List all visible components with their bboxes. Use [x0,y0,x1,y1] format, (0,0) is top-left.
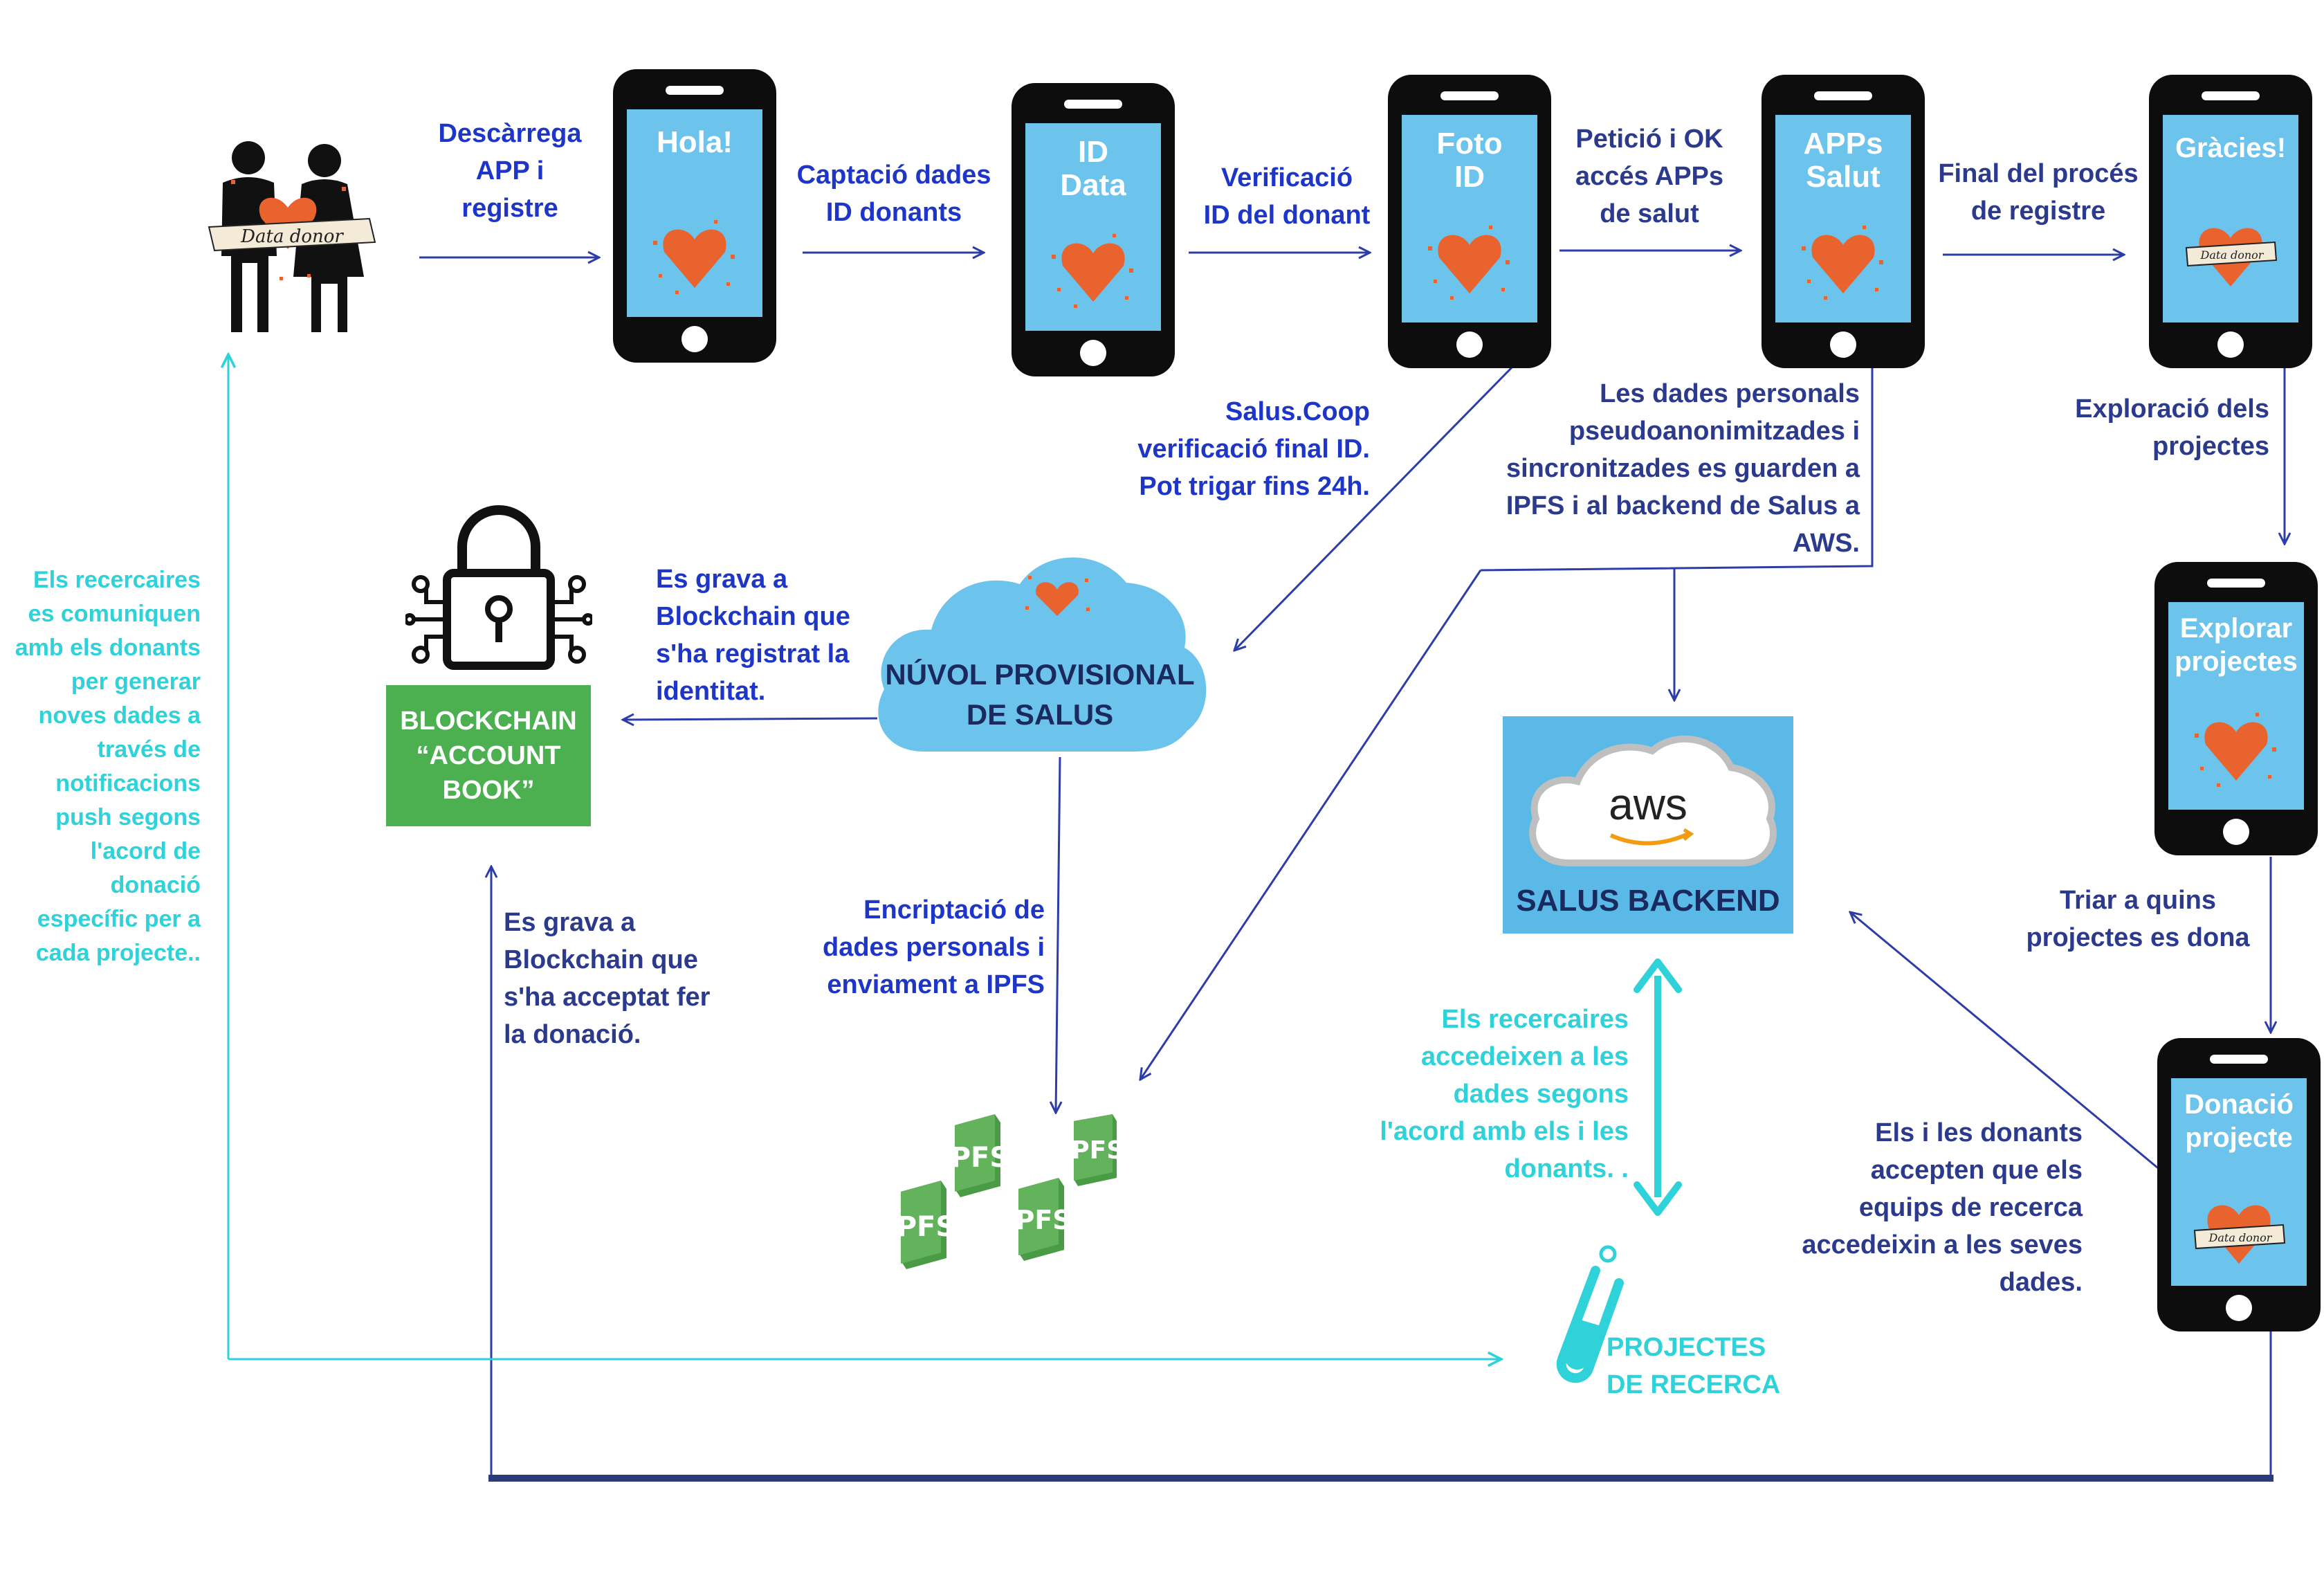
phone-speaker [666,86,724,95]
phone-home-button[interactable] [1830,331,1856,358]
phone-home-button[interactable] [681,326,708,352]
ipfs-cube-label: IPFS [897,1211,955,1243]
blockchain-account-book[interactable]: BLOCKCHAIN “ACCOUNT BOOK” [386,685,591,826]
ipfs-cube-icon: IPFS [940,1114,1009,1197]
phone-fotoid[interactable]: Foto ID [1388,75,1551,368]
phone-title: Donació projecte [2184,1089,2294,1153]
label-captacio: Captació dades ID donants [796,161,991,227]
phone-speaker [1440,91,1499,100]
arrow-cloud-blockchain [623,718,878,720]
heart-icon [653,220,735,294]
projectes-recerca-label: PROJECTES DE RECERCA [1607,1333,1781,1399]
phone-speaker [1064,100,1122,109]
label-dades-personals: Les dades personals pseudoanonimitzades … [1506,379,1860,558]
phone-screen: Hola! [627,109,762,317]
aws-backend[interactable]: aws SALUS BACKEND [1503,716,1793,934]
phone-home-button[interactable] [2226,1295,2252,1321]
phone-home-button[interactable] [2223,819,2249,845]
heart-icon: Data donor [2185,228,2278,287]
phone-iddata[interactable]: ID Data [1012,83,1175,376]
ipfs-cubes: IPFS IPFS IPFS IPFS [886,1114,1160,1273]
donors-people-icon: Data donor [203,138,383,339]
phone-title: Gràcies! [2175,133,2287,163]
phone-speaker [2207,579,2265,588]
phone-hola[interactable]: Hola! [613,69,776,363]
padlock-circuit-icon [403,498,594,671]
arrow-salus-coop [1234,363,1517,651]
blockchain-label: BLOCKCHAIN “ACCOUNT BOOK” [400,707,577,805]
ipfs-cube-icon: IPFS [886,1181,955,1269]
arrow-encriptacio [1056,756,1060,1113]
phone-screen: Gràcies! Data donor [2163,115,2298,322]
phone-explorar[interactable]: Explorar projectes [2154,562,2318,855]
label-verificacio: Verificació ID del donant [1203,163,1371,230]
arrow-dades-personals [1480,367,1874,572]
label-salus-coop: Salus.Coop verificació final ID. Pot tri… [1137,397,1370,501]
phone-title: Foto ID [1436,127,1503,194]
phone-speaker [1814,91,1872,100]
ipfs-cube-label: IPFS [940,1142,1009,1174]
phone-gracies[interactable]: Gràcies! Data donor [2149,75,2312,368]
label-descarrega: Descàrrega APP i registre [438,119,582,223]
label-donants-accepten: Els i les donants accepten que els equip… [1802,1118,2083,1297]
aws-backend-label: SALUS BACKEND [1516,884,1780,918]
phone-home-button[interactable] [2217,331,2244,358]
phone-home-button[interactable] [1456,331,1483,358]
phone-speaker [2210,1055,2268,1064]
phone-screen: Foto ID [1402,115,1537,322]
ipfs-cube-label: IPFS [1062,1136,1124,1165]
phone-home-button[interactable] [1080,340,1106,366]
heart-icon [2195,713,2276,787]
phone-donacio[interactable]: Donació projecte Data donor [2157,1038,2321,1331]
heart-icon [1428,226,1510,300]
label-peticio: Petició i OK accés APPs de salut [1575,125,1724,228]
ipfs-cube-label: IPFS [1005,1205,1071,1235]
phone-title: Hola! [657,125,733,159]
heart-icon [1052,234,1133,308]
aws-cloud-icon [1529,735,1777,866]
heart-icon [1802,226,1883,300]
phone-title: ID Data [1060,135,1126,202]
phone-screen: APPs Salut [1775,115,1911,322]
double-arrow-access [1634,958,1682,1216]
label-encriptacio: Encriptació de dades personals i enviame… [822,895,1045,999]
phone-speaker [2202,91,2260,100]
phone-title: Explorar projectes [2175,613,2298,677]
data-donor-banner-text: Data donor [2200,248,2264,262]
label-es-grava-donacio: Es grava a Blockchain que s'ha acceptat … [504,908,711,1049]
cloud-icon [878,557,1207,752]
heart-icon: Data donor [2193,1205,2286,1264]
phone-screen: Explorar projectes [2168,602,2304,810]
arrow-donants-accepten [1850,912,2162,1172]
arrow-to-ipfs [1140,570,1482,1080]
data-donor-banner-text: Data donor [240,226,344,247]
phone-appssalut[interactable]: APPs Salut [1762,75,1925,368]
label-recercaires-comuniquen: Els recercaires es comuniquen amb els do… [15,567,201,966]
label-es-grava-identitat: Es grava a Blockchain que s'ha registrat… [656,565,850,706]
label-triar: Triar a quins projectes es dona [2026,886,2250,952]
ipfs-cube-icon: IPFS [1005,1178,1072,1261]
cloud-label: NÚVOL PROVISIONAL DE SALUS [885,658,1195,731]
label-exploracio: Exploració dels projectes [2075,394,2269,461]
label-final: Final del procés de registre [1938,159,2139,226]
data-donor-banner-text: Data donor [2208,1231,2273,1244]
phone-title: APPs Salut [1803,127,1883,194]
aws-logo-text: aws [1609,779,1687,829]
cloud-node[interactable]: NÚVOL PROVISIONAL DE SALUS [869,544,1211,758]
phone-screen: ID Data [1025,123,1161,331]
label-recercaires-accedeixen: Els recercaires accedeixen a les dades s… [1380,1005,1629,1183]
ipfs-cube-icon: IPFS [1062,1114,1124,1186]
test-tube-icon [1541,1243,1625,1388]
phone-screen: Donació projecte Data donor [2171,1078,2307,1286]
